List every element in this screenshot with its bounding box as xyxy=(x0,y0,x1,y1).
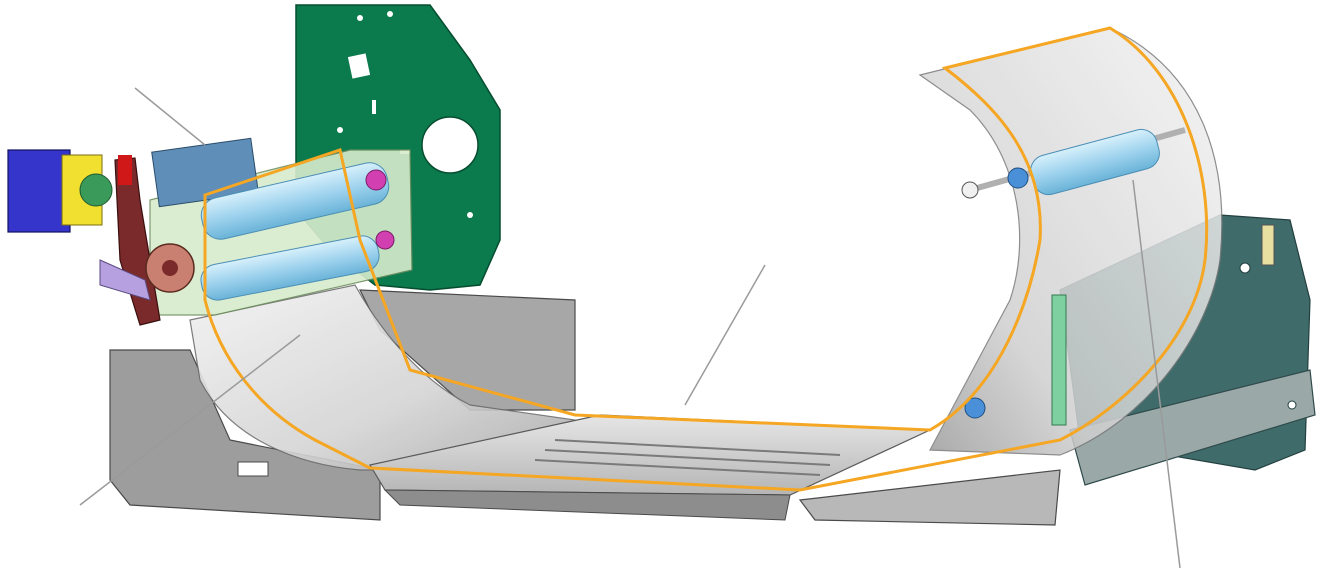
left-drive-module xyxy=(7,149,195,326)
right-roller-assembly xyxy=(961,127,1186,426)
left-roller-assembly xyxy=(149,137,413,316)
leader-left-guide xyxy=(79,334,301,506)
paper-path-outline xyxy=(203,26,1209,492)
leader-right-guide xyxy=(1132,179,1181,569)
leader-tray xyxy=(684,264,766,406)
leader-drive-module xyxy=(134,87,206,146)
